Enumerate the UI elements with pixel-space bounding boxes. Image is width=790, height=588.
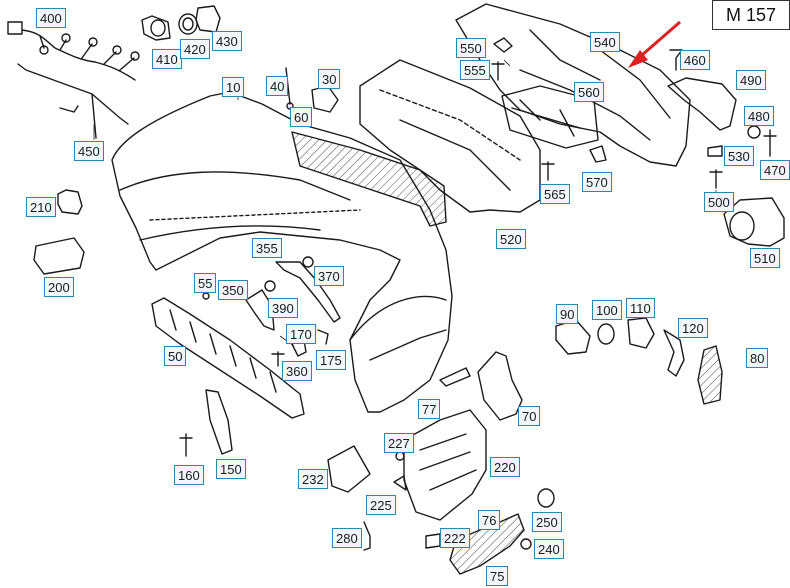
part-label-10[interactable]: 10: [222, 77, 245, 97]
part-label-70[interactable]: 70: [518, 406, 541, 426]
part-label-30[interactable]: 30: [318, 69, 341, 89]
part-label-355[interactable]: 355: [252, 238, 282, 258]
part-label-460[interactable]: 460: [680, 50, 710, 70]
fasteners-right-drawing: [491, 37, 777, 189]
leader-lines: [93, 59, 717, 347]
side-brackets-90-120-drawing: [555, 317, 723, 405]
part-label-227[interactable]: 227: [384, 433, 414, 453]
screw-160-bracket-150-drawing: [179, 389, 233, 457]
bumper-support-520-drawing: [359, 59, 541, 213]
bumper-cover-drawing: [111, 91, 453, 413]
tow-hook-cover-200-drawing: [33, 237, 85, 275]
diagram-code: M 157: [712, 0, 790, 30]
part-label-90[interactable]: 90: [556, 304, 579, 324]
part-label-250[interactable]: 250: [532, 512, 562, 532]
part-label-55[interactable]: 55: [194, 273, 217, 293]
rear-diffuser-540-drawing: [455, 3, 691, 167]
part-label-555[interactable]: 555: [460, 60, 490, 80]
bumper-impact-strip-drawing: [291, 131, 447, 227]
part-label-530[interactable]: 530: [724, 146, 754, 166]
part-label-232[interactable]: 232: [298, 469, 328, 489]
wiring-harness-drawing: [7, 21, 140, 81]
part-label-500[interactable]: 500: [704, 192, 734, 212]
part-label-360[interactable]: 360: [282, 361, 312, 381]
energy-absorber-50-drawing: [151, 297, 305, 419]
tailpipe-trim-510-drawing: [723, 197, 785, 247]
side-bracket-70-220-drawing: [403, 351, 523, 521]
bracket-560-drawing: [501, 85, 599, 149]
parking-sensors-drawing: [141, 5, 221, 41]
part-label-225[interactable]: 225: [366, 495, 396, 515]
part-label-60[interactable]: 60: [290, 107, 313, 127]
part-label-175[interactable]: 175: [316, 350, 346, 370]
cable-450-drawing: [17, 63, 129, 139]
part-label-565[interactable]: 565: [540, 184, 570, 204]
part-label-280[interactable]: 280: [332, 528, 362, 548]
part-label-75[interactable]: 75: [486, 566, 509, 586]
part-label-120[interactable]: 120: [678, 318, 708, 338]
part-label-450[interactable]: 450: [74, 141, 104, 161]
part-label-110[interactable]: 110: [626, 298, 655, 318]
part-label-390[interactable]: 390: [268, 298, 298, 318]
bracket-490-drawing: [667, 77, 737, 131]
part-label-210[interactable]: 210: [26, 197, 56, 217]
brackets-355-390-drawing: [202, 256, 341, 331]
part-label-220[interactable]: 220: [490, 457, 520, 477]
part-label-77[interactable]: 77: [418, 399, 441, 419]
part-label-480[interactable]: 480: [744, 106, 774, 126]
part-label-420[interactable]: 420: [180, 39, 210, 59]
part-label-76[interactable]: 76: [478, 510, 501, 530]
part-label-470[interactable]: 470: [760, 160, 790, 180]
part-label-100[interactable]: 100: [592, 300, 622, 320]
part-label-540[interactable]: 540: [590, 32, 620, 52]
part-label-40[interactable]: 40: [266, 76, 289, 96]
part-label-410[interactable]: 410: [152, 49, 182, 69]
part-label-240[interactable]: 240: [534, 539, 564, 559]
part-label-160[interactable]: 160: [174, 465, 204, 485]
part-label-150[interactable]: 150: [216, 459, 246, 479]
part-label-550[interactable]: 550: [456, 38, 486, 58]
clip-210-drawing: [57, 189, 83, 215]
part-label-170[interactable]: 170: [286, 324, 316, 344]
part-label-560[interactable]: 560: [574, 82, 604, 102]
part-label-520[interactable]: 520: [496, 229, 526, 249]
part-label-350[interactable]: 350: [218, 280, 248, 300]
part-label-510[interactable]: 510: [750, 248, 780, 268]
part-label-370[interactable]: 370: [314, 266, 344, 286]
part-label-400[interactable]: 400: [36, 8, 66, 28]
part-label-222[interactable]: 222: [440, 528, 470, 548]
part-label-80[interactable]: 80: [746, 348, 769, 368]
part-label-570[interactable]: 570: [582, 172, 612, 192]
part-label-490[interactable]: 490: [736, 70, 766, 90]
part-label-430[interactable]: 430: [212, 31, 242, 51]
part-label-200[interactable]: 200: [44, 277, 74, 297]
arrow-indicator-icon: [628, 20, 681, 68]
part-label-50[interactable]: 50: [164, 346, 187, 366]
